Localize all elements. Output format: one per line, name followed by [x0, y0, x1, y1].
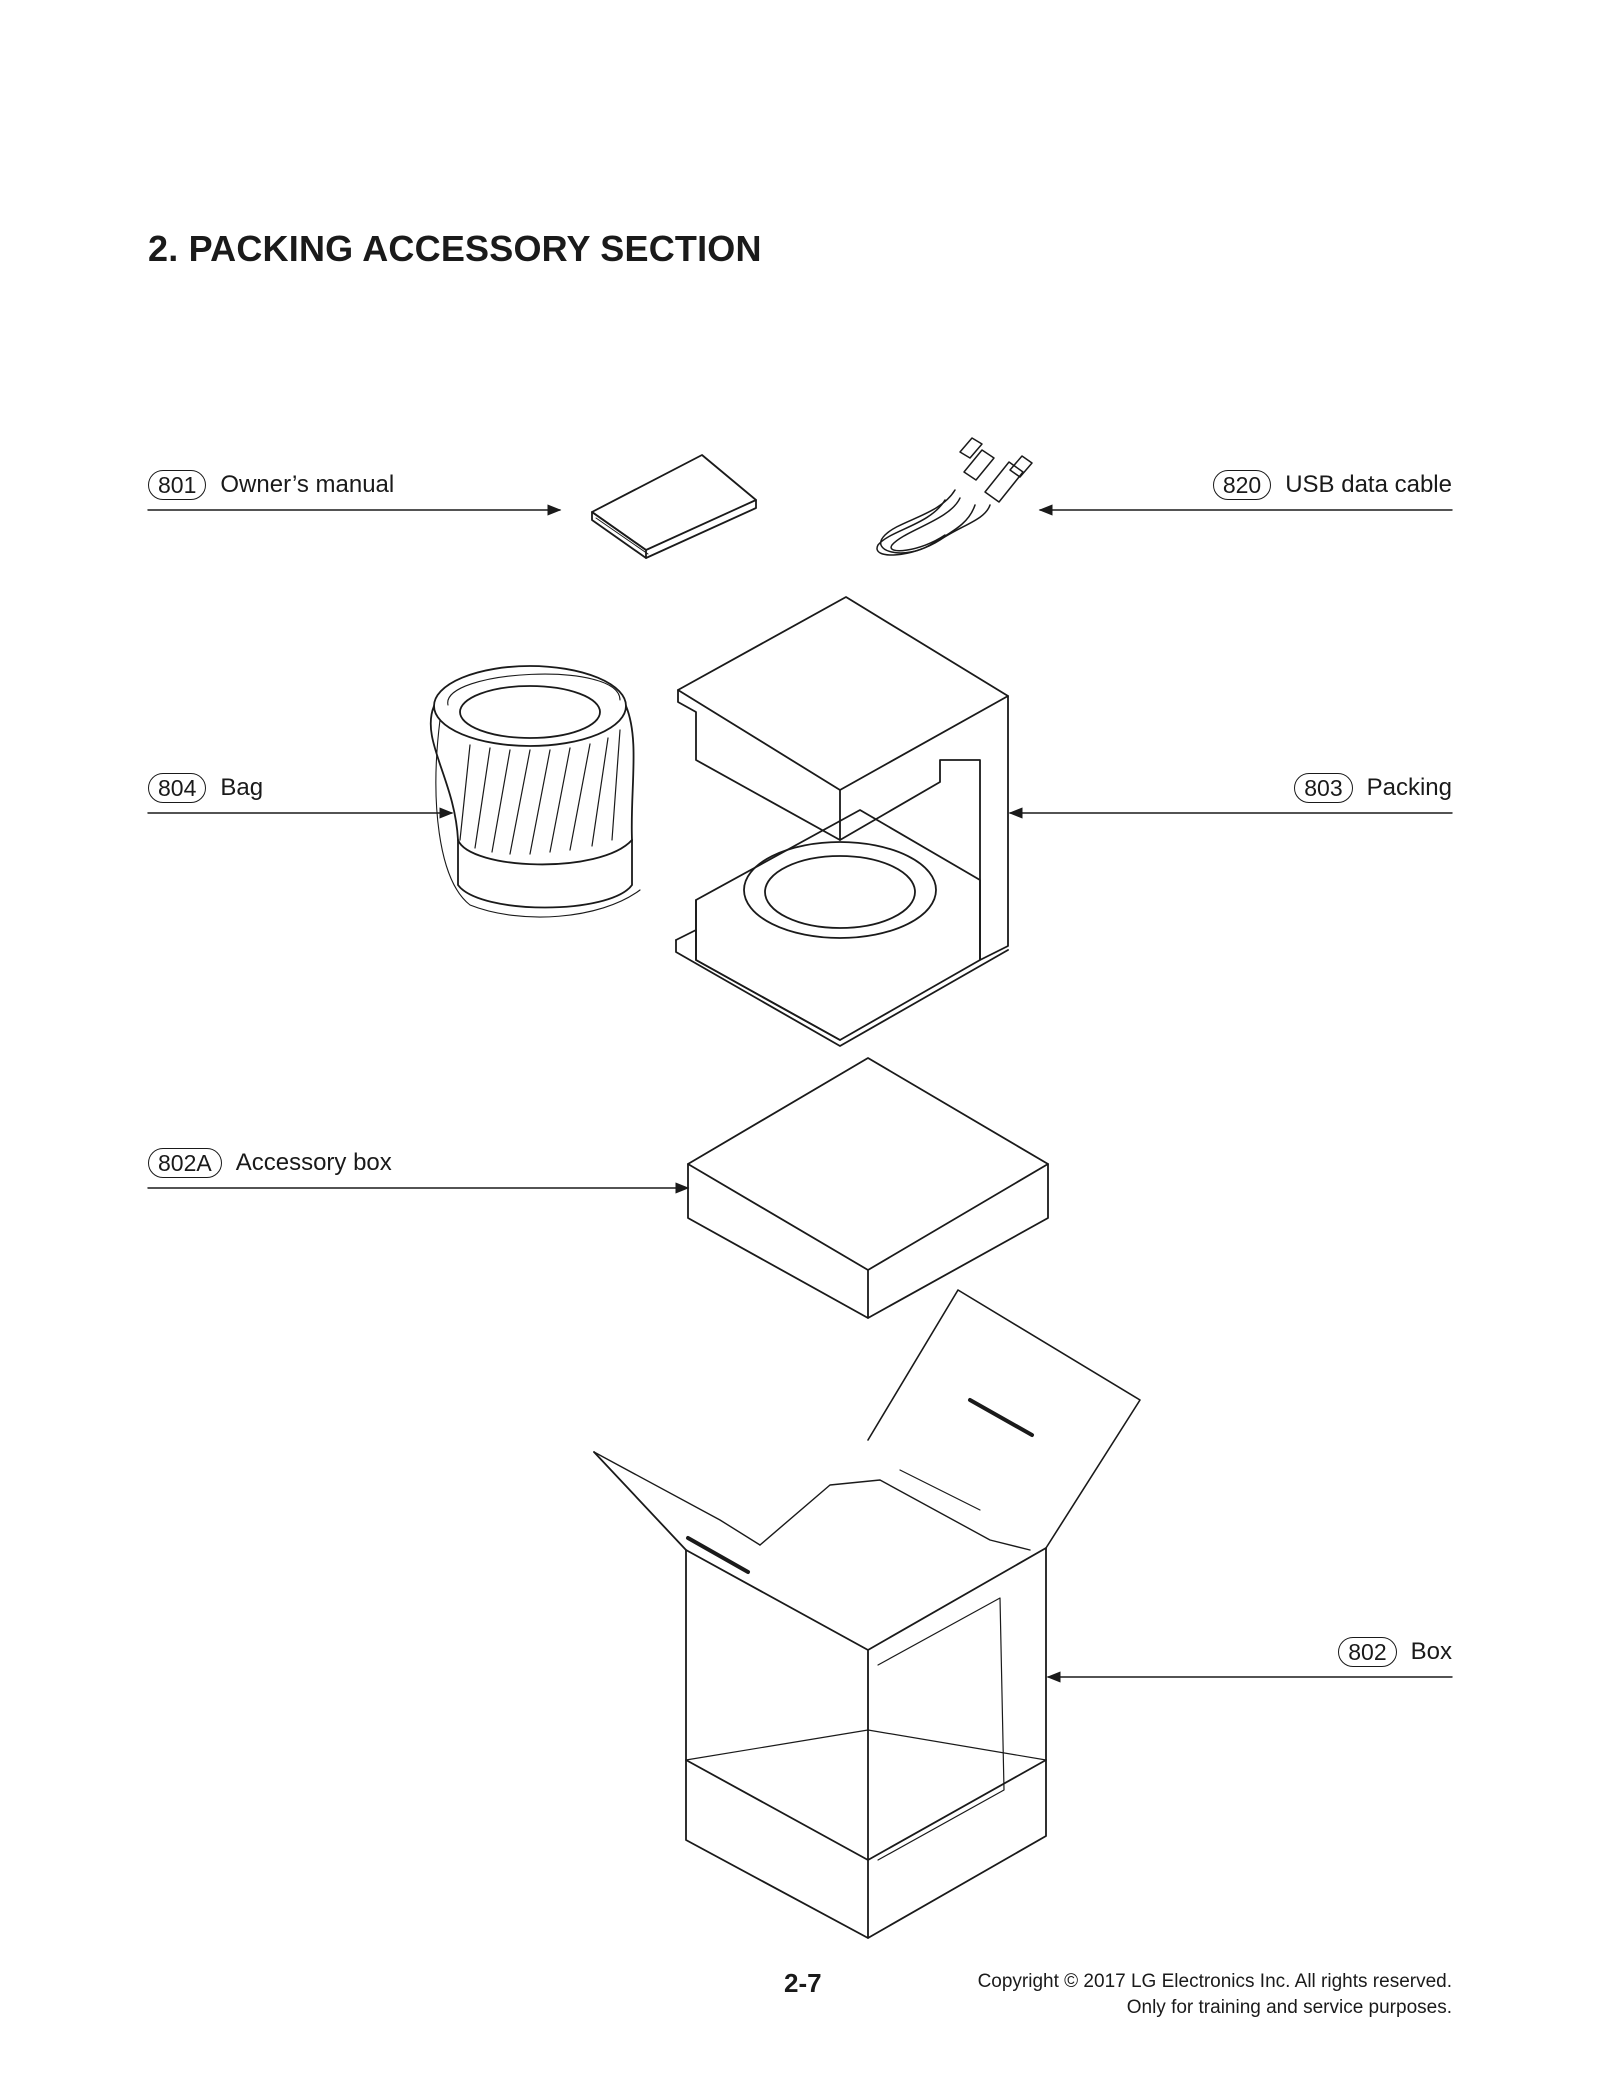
- callout-820: 820 USB data cable: [1212, 470, 1452, 500]
- callout-802: 802 Box: [1338, 1637, 1452, 1667]
- callout-label: USB data cable: [1285, 471, 1452, 498]
- bag-drawing: [429, 665, 641, 918]
- callout-804: 804 Bag: [148, 773, 263, 803]
- usb-cable-drawing: [876, 437, 1033, 556]
- callout-number: 802A: [148, 1148, 222, 1178]
- callout-label: Owner’s manual: [220, 471, 395, 498]
- callout-number: 804: [148, 773, 207, 803]
- box-drawing: [593, 1289, 1141, 1939]
- callout-label: Box: [1410, 1638, 1452, 1665]
- callout-802a: 802A Accessory box: [148, 1148, 392, 1178]
- callout-803: 803 Packing: [1294, 773, 1452, 803]
- owners-manual-drawing: [591, 454, 757, 559]
- callout-number: 820: [1212, 470, 1272, 500]
- callout-number: 803: [1294, 773, 1353, 803]
- leader-lines: [147, 504, 1453, 1683]
- copyright-line-1: Copyright © 2017 LG Electronics Inc. All…: [977, 1971, 1452, 1992]
- callout-number: 802: [1338, 1637, 1397, 1667]
- callout-label: Packing: [1366, 774, 1452, 801]
- callout-label: Accessory box: [235, 1149, 392, 1176]
- copyright-line-2: Only for training and service purposes.: [1126, 1997, 1452, 2018]
- packing-drawing: [675, 596, 1009, 1047]
- accessory-box-drawing: [687, 1057, 1049, 1319]
- callout-number: 801: [148, 470, 207, 500]
- copyright-notice: Copyright © 2017 LG Electronics Inc. All…: [978, 1969, 1452, 2021]
- section-title: 2. PACKING ACCESSORY SECTION: [148, 228, 762, 269]
- callout-801: 801 Owner’s manual: [148, 470, 394, 500]
- callout-label: Bag: [220, 774, 264, 801]
- page-number: 2-7: [784, 1968, 822, 1998]
